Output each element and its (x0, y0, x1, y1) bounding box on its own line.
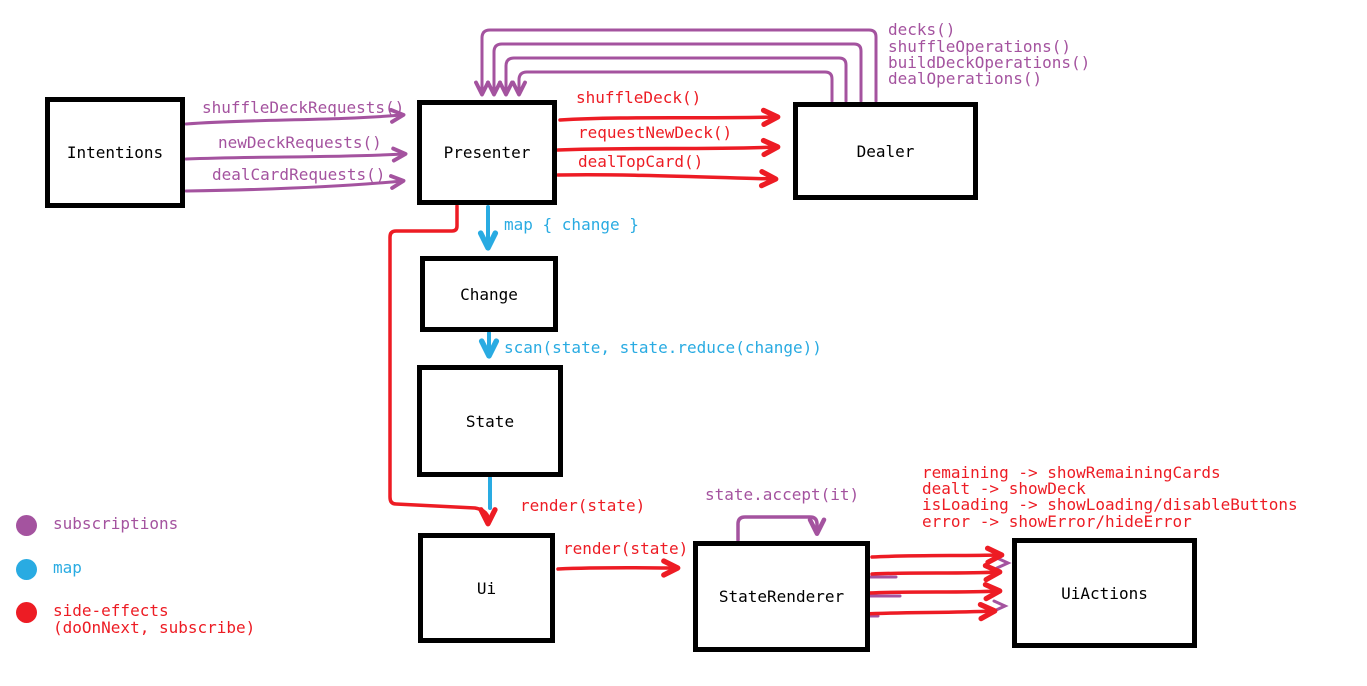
node-change: Change (420, 256, 558, 332)
edge-label-shuffledeckrequests: shuffleDeckRequests() (202, 98, 405, 117)
legend-item-subscriptions: subscriptions (16, 515, 178, 536)
edge-label-scan: scan(state, state.reduce(change)) (504, 338, 822, 357)
legend-label-side-effects-line1: side-effects (53, 601, 169, 620)
arrows-staterenderer-to-uiactions (862, 545, 1005, 622)
edge-label-map-change: map { change } (504, 215, 639, 234)
legend-label-subscriptions: subscriptions (53, 514, 179, 533)
edge-label-state-accept: state.accept(it) (705, 485, 860, 504)
edge-label-requestnewdeck: requestNewDeck() (578, 123, 733, 142)
legend-item-map: map (16, 559, 82, 580)
arrows-presenter-to-dealer (556, 107, 781, 189)
arrow-presenter-to-ui (388, 204, 498, 527)
edge-label-shuffleoperations: shuffleOperations() (888, 37, 1072, 56)
edge-label-remaining-mapping: remaining -> showRemainingCards (922, 463, 1221, 482)
edge-label-error-mapping: error -> showError/hideError (922, 512, 1192, 531)
edge-label-isloading-mapping: isLoading -> showLoading/disableButtons (922, 495, 1298, 514)
arrows-map-scan (477, 205, 500, 510)
legend-label-map: map (53, 558, 82, 577)
node-state: State (417, 365, 563, 477)
legend-label-side-effects: side-effects (doOnNext, subscribe) (53, 602, 255, 636)
node-staterenderer: StateRenderer (693, 541, 870, 652)
map-legend-dot-icon (16, 559, 37, 580)
edge-label-decks: decks() (888, 20, 956, 39)
edge-label-dealtopcard: dealTopCard() (578, 152, 704, 171)
node-uiactions: UiActions (1012, 538, 1197, 648)
edge-label-dealoperations: dealOperations() (888, 69, 1043, 88)
edge-label-dealcardrequests: dealCardRequests() (212, 165, 386, 184)
edge-label-render-state-1: render(state) (520, 496, 646, 515)
legend-item-side-effects: side-effects (doOnNext, subscribe) (16, 602, 255, 636)
node-intentions: Intentions (45, 97, 185, 208)
edge-label-newdeckrequests: newDeckRequests() (218, 133, 382, 152)
purple-accents (860, 556, 1012, 618)
arrow-ui-to-staterenderer (556, 558, 681, 578)
edge-label-shuffledeck: shuffleDeck() (576, 88, 702, 107)
arrows-dealer-to-presenter (474, 28, 878, 103)
arrows-intentions-to-presenter (184, 107, 408, 193)
node-dealer: Dealer (793, 102, 978, 200)
edge-label-builddeckoperations: buildDeckOperations() (888, 53, 1091, 72)
node-ui: Ui (418, 533, 555, 643)
node-presenter: Presenter (417, 100, 557, 205)
arrow-staterenderer-self-loop (736, 515, 827, 542)
edge-label-render-state-2: render(state) (563, 539, 689, 558)
side-effects-legend-dot-icon (16, 602, 37, 623)
subscriptions-legend-dot-icon (16, 515, 37, 536)
legend-label-side-effects-line2: (doOnNext, subscribe) (53, 618, 256, 637)
edge-label-dealt-mapping: dealt -> showDeck (922, 479, 1086, 498)
